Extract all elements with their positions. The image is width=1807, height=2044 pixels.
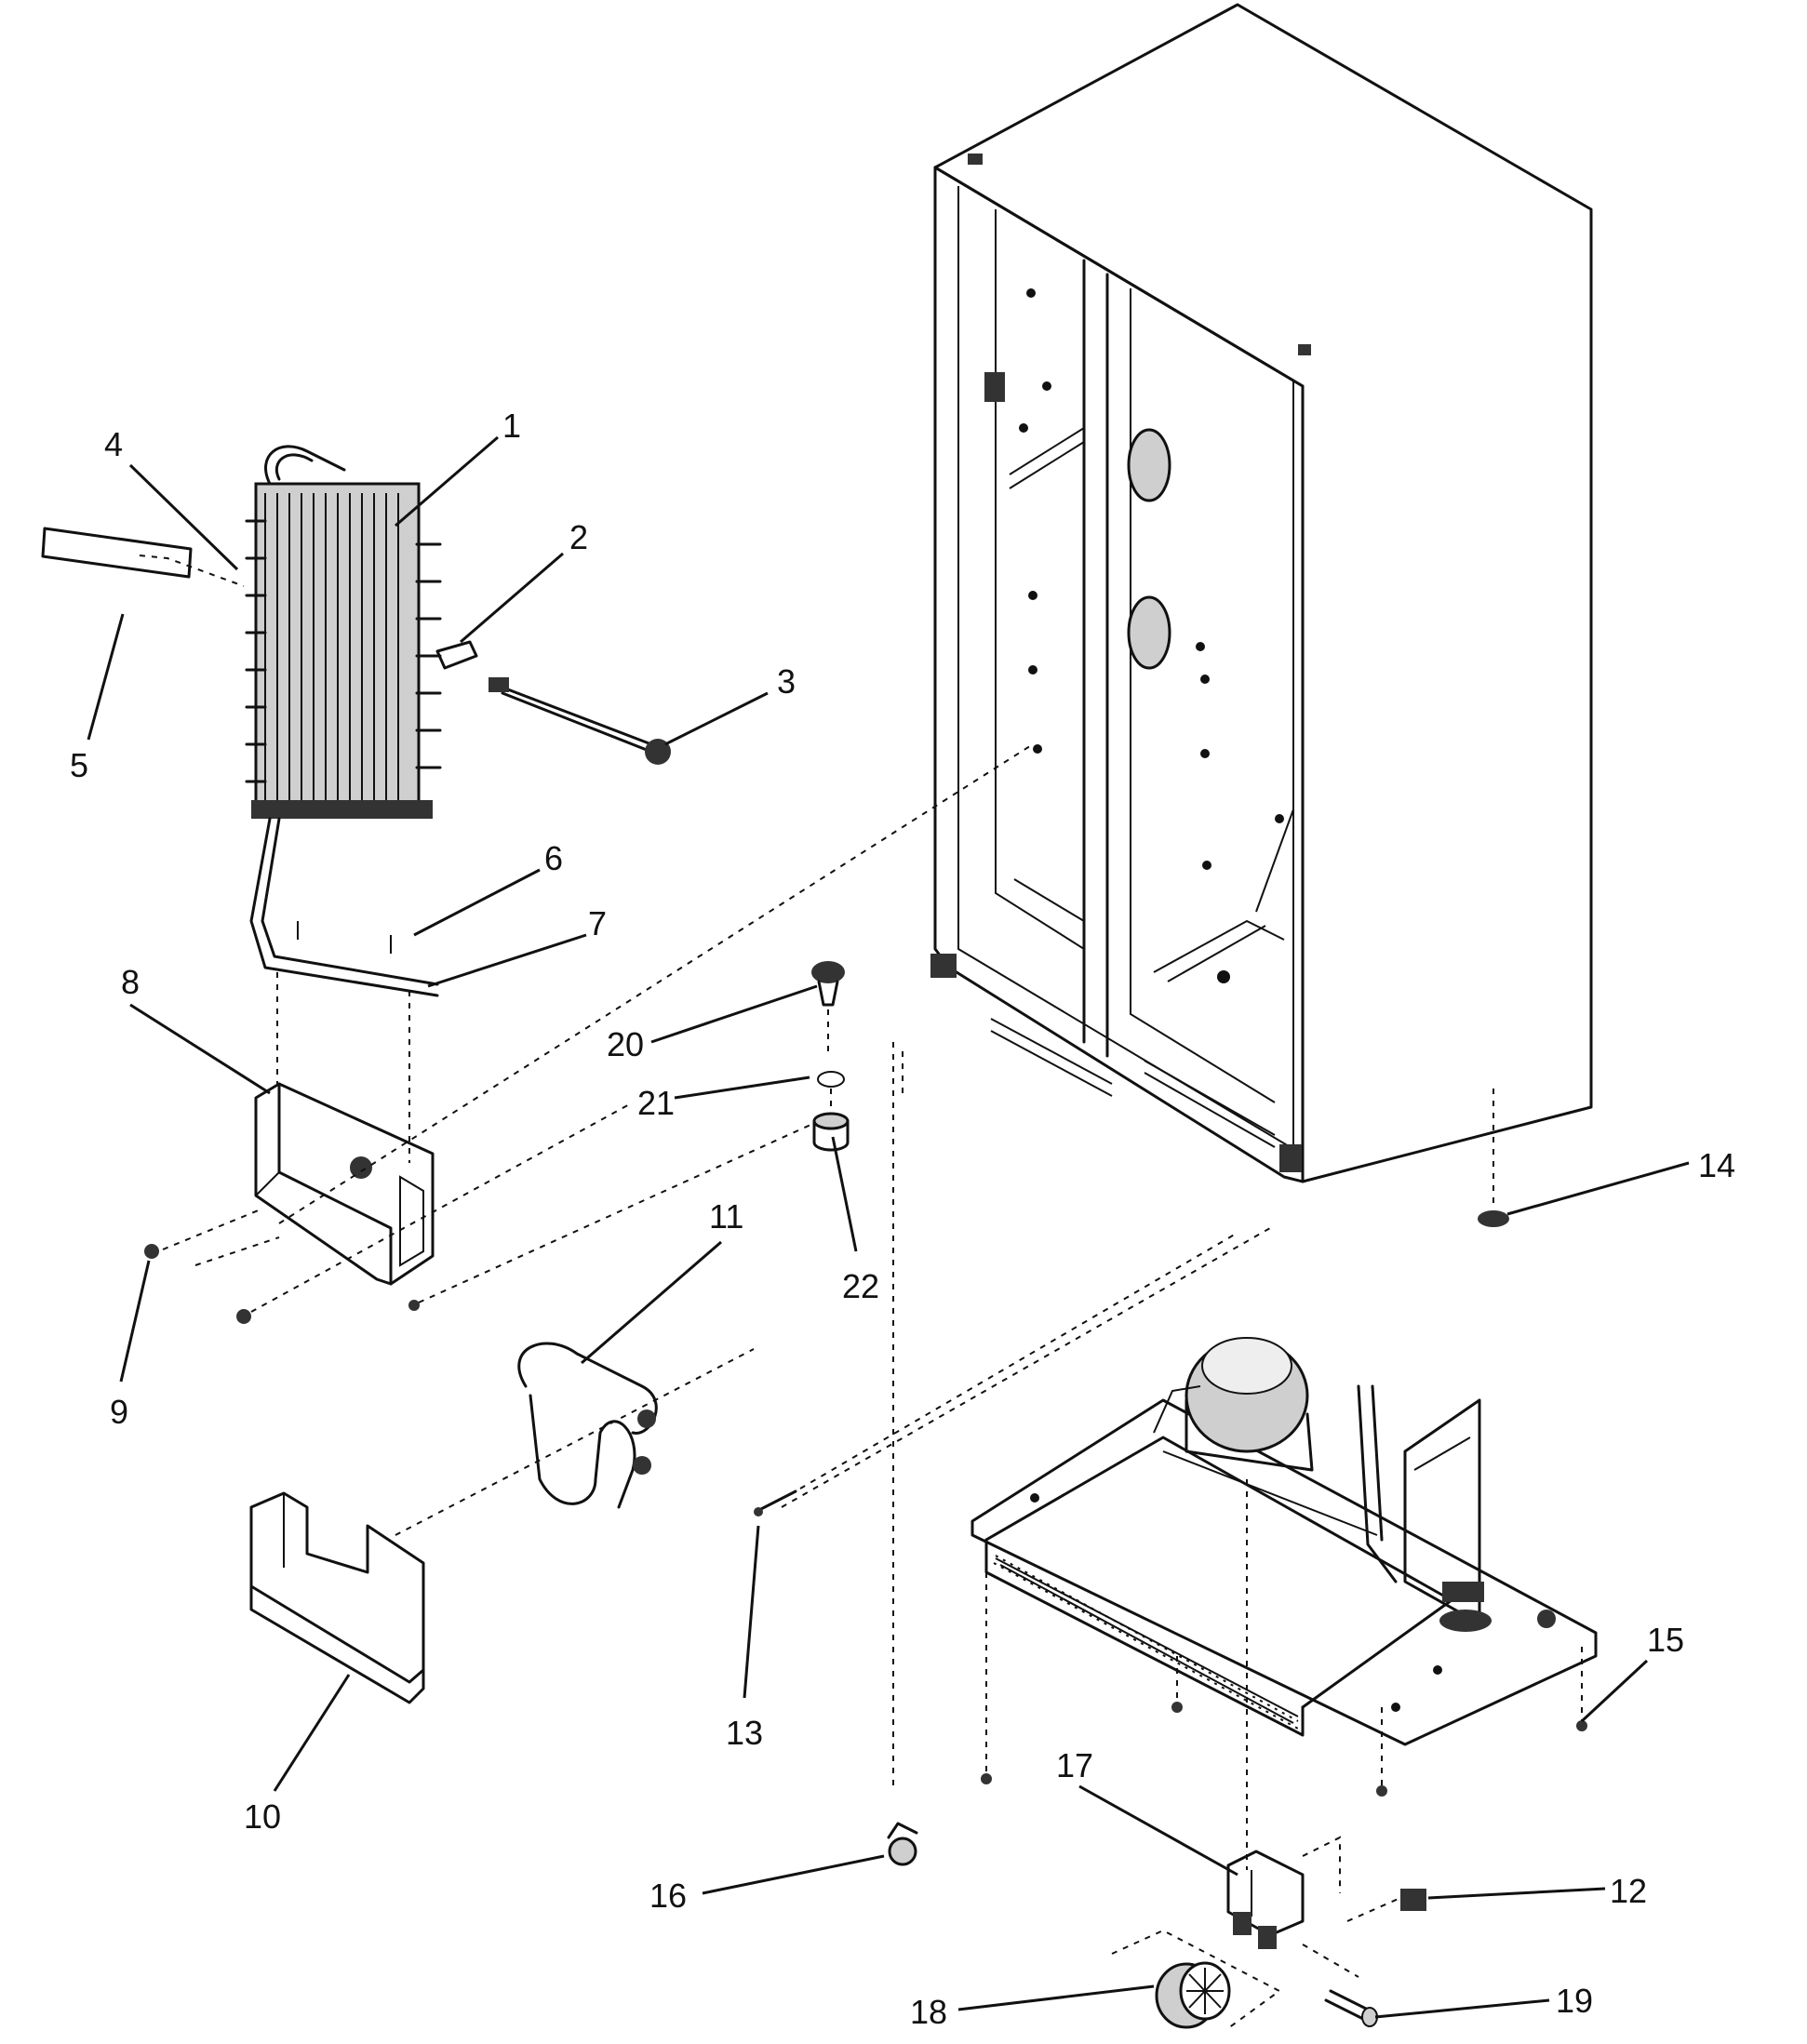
drain-pan-bracket: [254, 1082, 435, 1286]
roller-bracket: [1226, 1850, 1305, 1949]
callout-13: 13: [726, 1714, 763, 1752]
callout-1: 1: [502, 407, 521, 445]
callout-14: 14: [1698, 1146, 1735, 1184]
callout-leaders: [87, 435, 1690, 2019]
callout-10: 10: [244, 1797, 281, 1836]
retainer-clip: [1400, 1889, 1426, 1911]
roller-axle: [1324, 1989, 1378, 2027]
callout-8: 8: [121, 963, 140, 1001]
callout-3: 3: [777, 662, 796, 701]
thermistor-wire: [489, 677, 671, 765]
callout-6: 6: [544, 839, 563, 877]
coil-bracket: [435, 640, 478, 670]
pin: [754, 1490, 797, 1514]
trough-cover: [249, 1491, 425, 1704]
callout-11: 11: [709, 1197, 743, 1236]
tubing-clip: [887, 1822, 918, 1866]
drain-heater-tube: [517, 1342, 658, 1509]
callout-16: 16: [649, 1877, 687, 1915]
callout-labels: 1 2 3 4 5 6 7 8 9 10 11 12 13 14 15 16 1…: [70, 407, 1735, 2031]
callout-9: 9: [110, 1393, 128, 1431]
callout-21: 21: [637, 1084, 675, 1122]
callout-20: 20: [607, 1025, 644, 1063]
refrigerator-cabinet: [930, 3, 1593, 1183]
callout-2: 2: [569, 518, 588, 556]
condenser-coil: [245, 445, 442, 997]
callout-5: 5: [70, 746, 88, 784]
callout-7: 7: [588, 904, 607, 942]
callout-19: 19: [1556, 1982, 1593, 2020]
rubber-pad: [1478, 1210, 1509, 1227]
callout-4: 4: [104, 425, 123, 463]
insulation-strip: [41, 527, 193, 579]
callout-18: 18: [910, 1993, 947, 2031]
callout-22: 22: [842, 1267, 879, 1305]
screw: [144, 1244, 159, 1259]
compressor-assembly: [970, 1337, 1598, 1746]
callout-12: 12: [1610, 1872, 1647, 1910]
leveling-foot-parts: [811, 961, 850, 1152]
callout-17: 17: [1056, 1746, 1093, 1784]
roller-wheel: [1155, 1961, 1231, 2029]
callout-15: 15: [1647, 1621, 1684, 1659]
